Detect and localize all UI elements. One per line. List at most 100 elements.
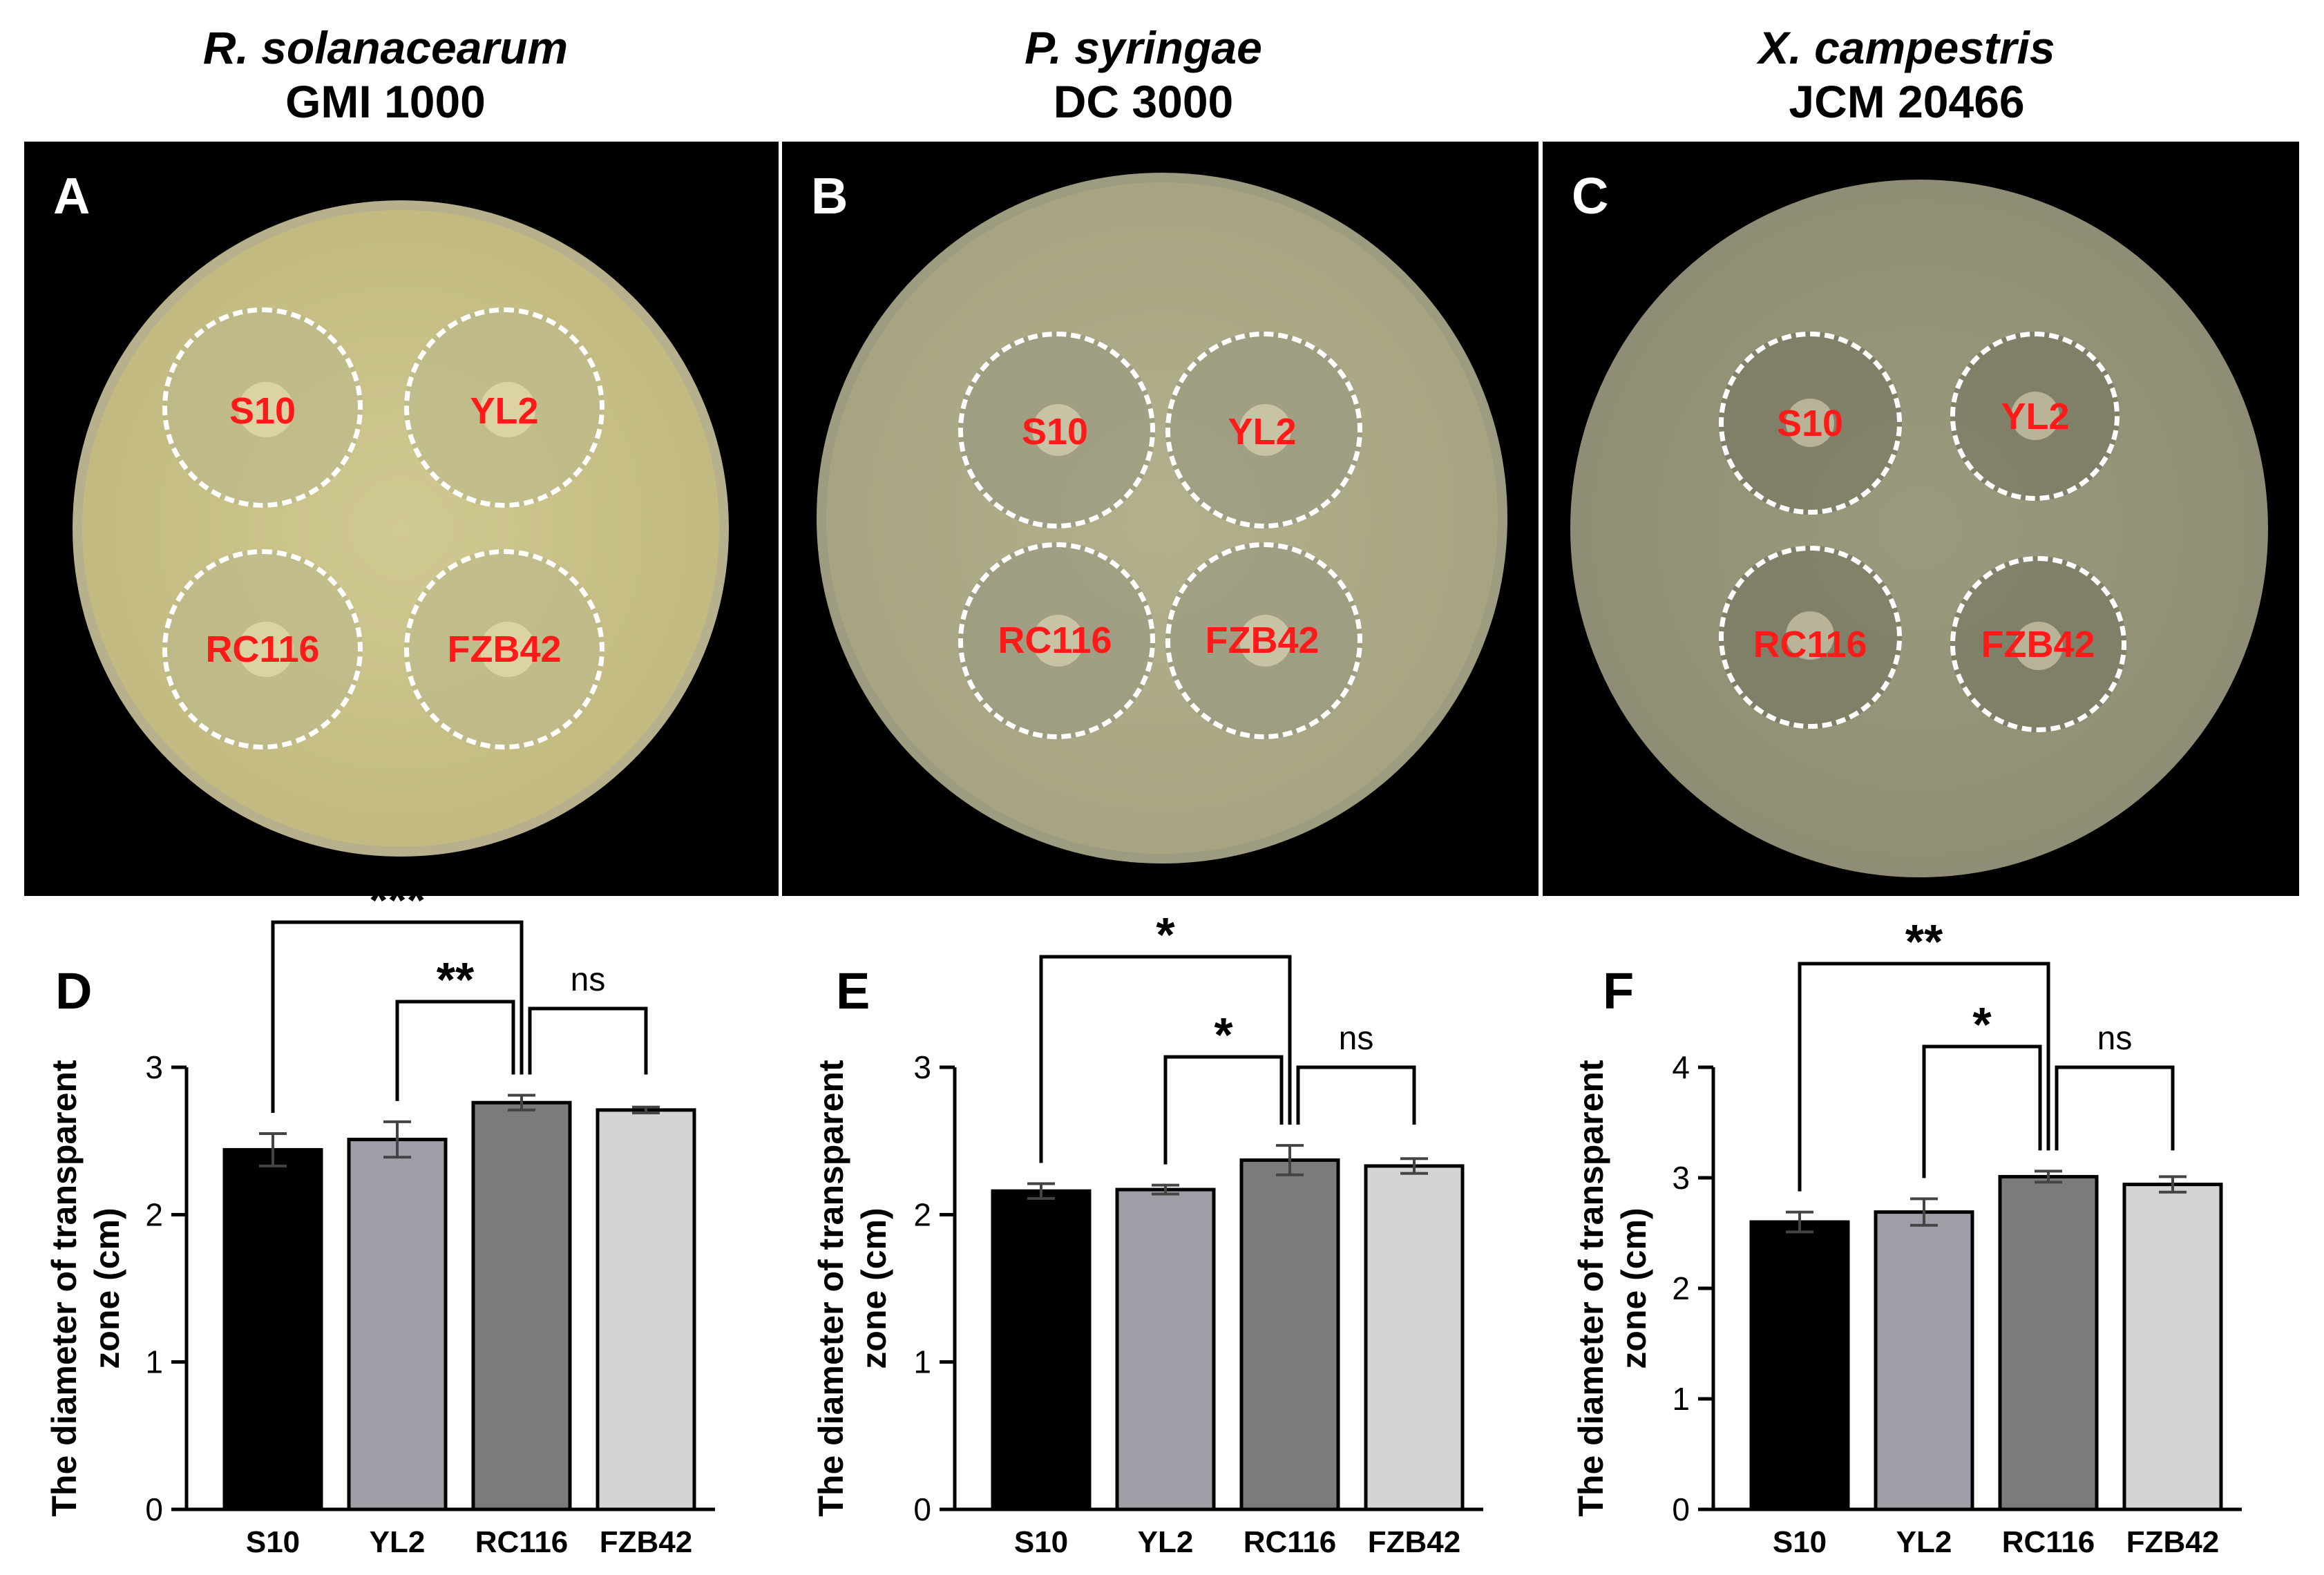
bar	[347, 1138, 448, 1511]
x-tick-label: YL2	[1138, 1525, 1194, 1559]
bar	[1874, 1210, 1974, 1511]
significance-label: *	[1156, 908, 1175, 962]
colony	[2011, 392, 2059, 440]
panel-b-species: P. syringae	[1025, 22, 1262, 73]
significance-bracket	[2055, 1065, 2175, 1151]
strain-label: YL2	[1228, 411, 1297, 452]
y-tick-label: 1	[913, 1344, 931, 1380]
panel-c-strain: JCM 20466	[1789, 76, 2025, 127]
colony	[1032, 404, 1084, 456]
x-tick-label: YL2	[1896, 1525, 1952, 1559]
bar	[991, 1189, 1092, 1511]
y-tick-label: 3	[1672, 1160, 1690, 1196]
y-tick-label: 4	[1672, 1049, 1690, 1085]
panel-letter: A	[53, 167, 91, 225]
panel-c-title: X. campestris JCM 20466	[1561, 21, 2252, 128]
significance-label: ns	[571, 962, 606, 998]
y-tick-label: 3	[145, 1049, 163, 1085]
inhibition-zone	[1950, 332, 2120, 501]
panel-a-title: R. solanacearum GMI 1000	[40, 21, 731, 128]
strain-label: RC116	[998, 620, 1112, 661]
panel-b-strain: DC 3000	[1053, 76, 1234, 127]
significance-label: *	[1972, 998, 1992, 1051]
strain-label: S10	[1021, 411, 1089, 452]
strain-label: RC116	[205, 629, 320, 670]
bar	[471, 1100, 572, 1511]
panel-letter: C	[1572, 167, 1609, 225]
y-axis-label: zone (cm)	[1615, 1208, 1653, 1368]
significance-bracket	[1296, 1065, 1416, 1125]
bar	[1115, 1187, 1216, 1511]
y-tick-label: 3	[913, 1049, 931, 1085]
significance-label: **	[437, 953, 475, 1006]
bar	[1749, 1220, 1850, 1511]
inhibition-zone	[162, 307, 363, 508]
colony	[1786, 399, 1834, 447]
colony	[1786, 611, 1834, 660]
significance-bracket	[395, 1000, 515, 1101]
x-tick-label: RC116	[2002, 1525, 2095, 1559]
significance-bracket	[271, 920, 524, 1113]
significance-label: ns	[2097, 1020, 2133, 1057]
y-axis-label: zone (cm)	[855, 1208, 893, 1368]
significance-label: ns	[1339, 1020, 1374, 1057]
y-axis-label: The diameter of transparent	[812, 1060, 850, 1517]
y-tick-label: 0	[1672, 1491, 1690, 1527]
plate-photo-b: B S10 YL2 RC116 FZB42	[782, 142, 1539, 896]
strain-label: YL2	[470, 390, 539, 432]
bar	[596, 1108, 696, 1511]
chart-panel-letter: F	[1603, 962, 1634, 1020]
bar	[1998, 1174, 2099, 1511]
colony	[238, 622, 294, 677]
panel-a-strain: GMI 1000	[285, 76, 486, 127]
y-axis-label: The diameter of transparent	[45, 1060, 84, 1517]
strain-label: FZB42	[1205, 620, 1320, 661]
y-tick-label: 0	[145, 1491, 163, 1527]
significance-bracket	[1039, 955, 1292, 1163]
significance-label: **	[1905, 915, 1943, 968]
plate-photo-a: A S10 YL2 RC116 FZB42	[24, 142, 779, 896]
x-tick-label: RC116	[1244, 1525, 1337, 1559]
x-tick-label: S10	[246, 1525, 300, 1559]
chart-panel-letter: E	[836, 962, 870, 1020]
bar	[1364, 1164, 1465, 1511]
x-tick-label: RC116	[475, 1525, 569, 1559]
strain-label: FZB42	[1981, 624, 2095, 665]
colony	[480, 382, 535, 437]
colony	[2015, 622, 2063, 670]
y-axis-label: The diameter of transparent	[1572, 1060, 1610, 1517]
colony	[238, 382, 294, 437]
y-axis-label: zone (cm)	[88, 1208, 126, 1368]
colony	[1239, 615, 1291, 667]
x-tick-label: FZB42	[1368, 1525, 1460, 1559]
significance-bracket	[528, 1006, 648, 1075]
panel-a-species: R. solanacearum	[202, 22, 569, 73]
y-tick-label: 2	[145, 1196, 163, 1232]
panel-letter: B	[811, 167, 848, 225]
x-tick-label: S10	[1014, 1525, 1068, 1559]
strain-label: YL2	[2001, 396, 2070, 437]
significance-bracket	[1163, 1055, 1284, 1165]
y-tick-label: 1	[1672, 1381, 1690, 1417]
strain-label: RC116	[1753, 624, 1867, 665]
bar	[222, 1147, 323, 1511]
x-tick-label: FZB42	[600, 1525, 692, 1559]
significance-bracket	[1798, 962, 2050, 1192]
petri-dish	[1570, 180, 2268, 877]
strain-label: S10	[1776, 403, 1844, 444]
y-tick-label: 2	[1672, 1270, 1690, 1306]
panel-b-title: P. syringae DC 3000	[798, 21, 1489, 128]
significance-label: *	[1214, 1008, 1233, 1062]
x-tick-label: FZB42	[2126, 1525, 2219, 1559]
petri-dish	[817, 173, 1507, 863]
bar	[2122, 1183, 2223, 1511]
bar	[1239, 1158, 1340, 1511]
y-tick-label: 0	[913, 1491, 931, 1527]
plate-photo-c: C S10 YL2 RC116 FZB42	[1543, 142, 2299, 896]
colony	[1239, 404, 1291, 456]
colony	[480, 622, 535, 677]
significance-bracket	[1922, 1044, 2042, 1178]
strain-label: S10	[229, 390, 296, 432]
petri-dish	[73, 200, 729, 857]
x-tick-label: YL2	[370, 1525, 426, 1559]
